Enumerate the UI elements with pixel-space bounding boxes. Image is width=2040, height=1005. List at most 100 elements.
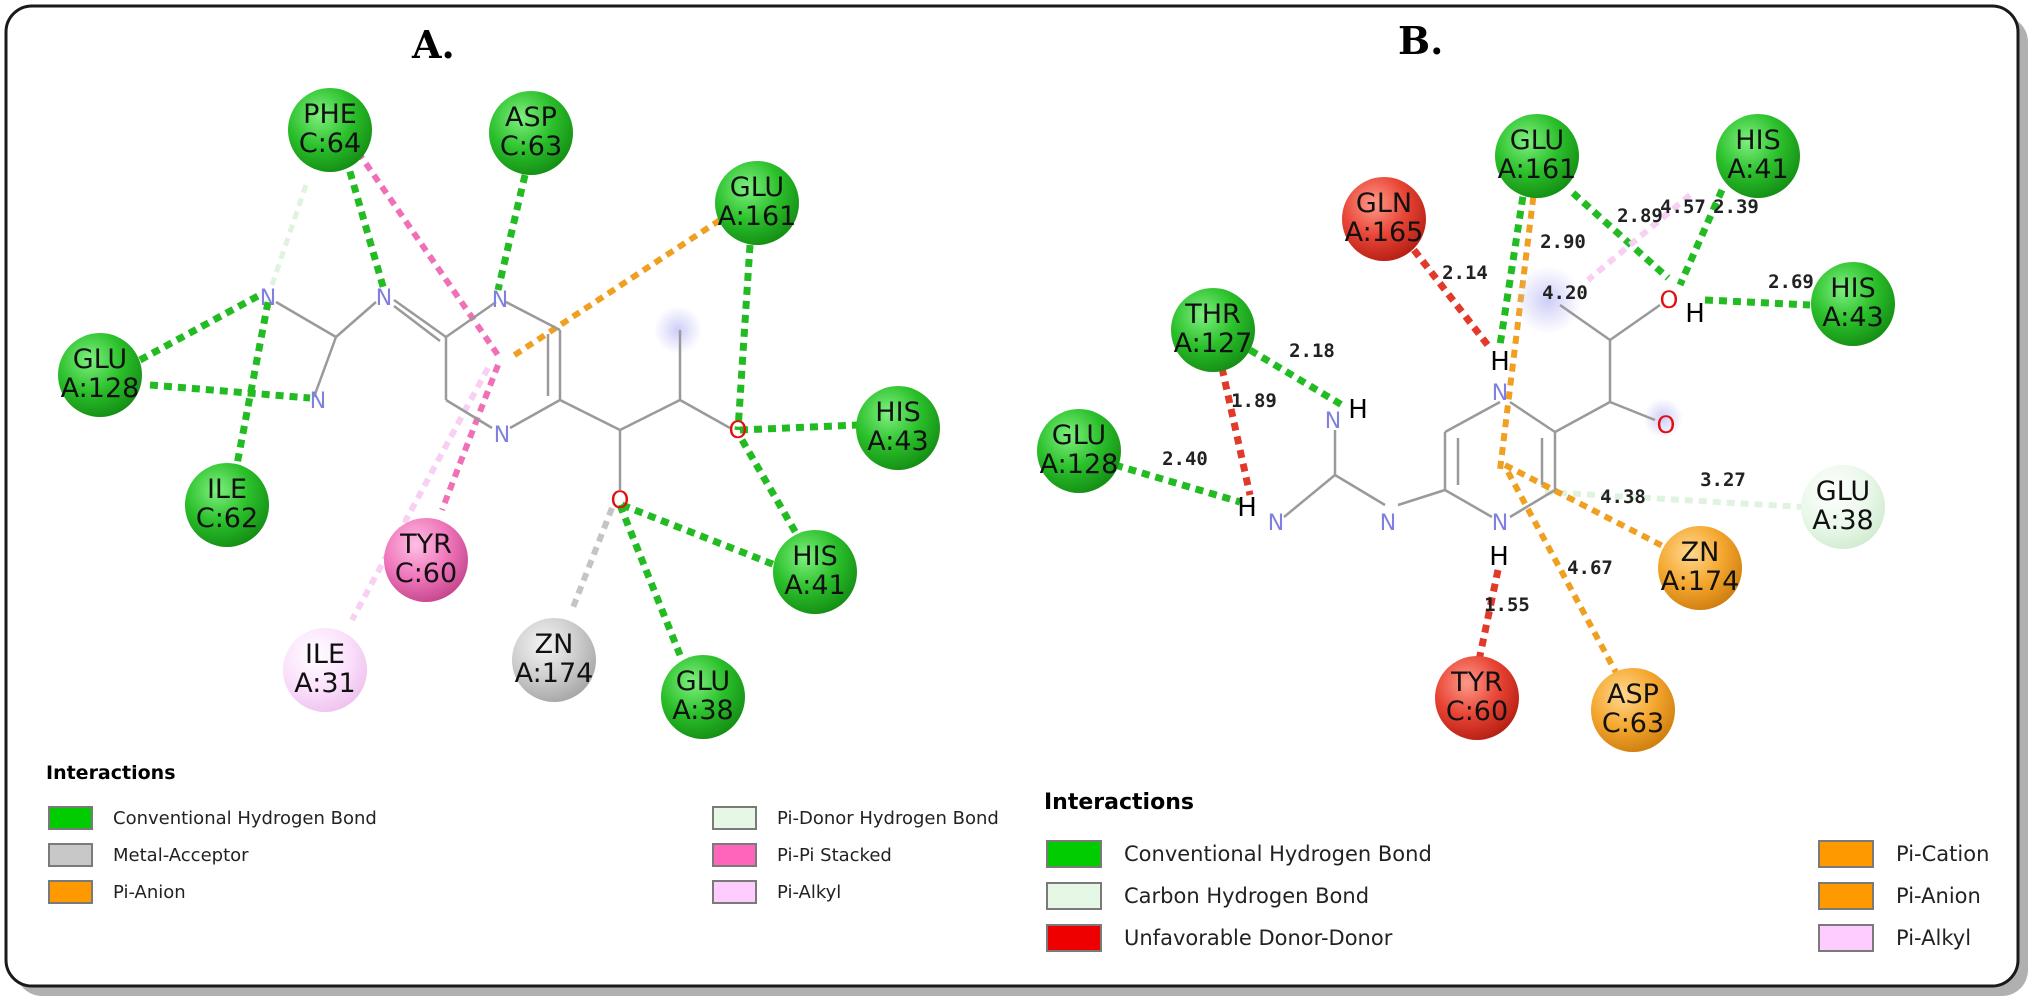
- oxygen-atom: O: [611, 486, 630, 514]
- residue-glu-a38: GLU A:38: [661, 655, 745, 739]
- legend-item: Conventional Hydrogen Bond: [48, 806, 377, 830]
- distance-label: 2.69: [1768, 271, 1814, 293]
- svg-text:ILE: ILE: [207, 474, 247, 505]
- distance-label: 4.20: [1542, 282, 1588, 304]
- panel-a-atoms: N N N N N O O: [260, 286, 748, 514]
- svg-text:ASP: ASP: [1607, 679, 1659, 710]
- residue-glu-a128: GLU A:128: [58, 333, 142, 417]
- oxygen-atom: O: [1657, 411, 1676, 439]
- distance-label: 2.89: [1617, 205, 1663, 227]
- svg-text:A:174: A:174: [515, 658, 594, 689]
- panel-a-interactions: [138, 150, 859, 657]
- legend-item: Pi-Pi Stacked: [712, 843, 892, 867]
- legend-swatch: [1818, 840, 1874, 868]
- svg-text:C:63: C:63: [1602, 708, 1664, 739]
- legend-item: Pi-Cation: [1818, 840, 1989, 868]
- interaction-carbon-hydrogen-bond: [1544, 489, 1821, 511]
- svg-text:GLU: GLU: [1510, 125, 1564, 156]
- svg-text:GLU: GLU: [676, 666, 730, 697]
- legend-swatch: [1818, 882, 1874, 910]
- legend-swatch: [1046, 924, 1102, 952]
- residue-gln-a165: GLN A:165: [1342, 177, 1426, 261]
- distance-label: 4.67: [1567, 557, 1613, 579]
- legend-item: Carbon Hydrogen Bond: [1046, 882, 1369, 910]
- svg-text:PHE: PHE: [303, 99, 357, 130]
- svg-text:A:38: A:38: [1812, 505, 1873, 536]
- svg-text:ILE: ILE: [305, 639, 345, 670]
- svg-text:C:60: C:60: [1446, 696, 1508, 727]
- svg-text:HIS: HIS: [1735, 125, 1780, 156]
- hydrogen-atom: H: [1490, 347, 1510, 377]
- residue-thr-a127: THR A:127: [1171, 288, 1255, 372]
- residue-phe-c64: PHE C:64: [288, 88, 372, 172]
- hydrogen-atom: H: [1685, 299, 1705, 329]
- svg-text:TYR: TYR: [1450, 667, 1503, 698]
- legend-heading: Interactions: [1044, 790, 1194, 815]
- aromatic-highlight: [654, 306, 702, 354]
- svg-text:C:63: C:63: [500, 131, 562, 162]
- nitrogen-atom: N: [1492, 381, 1508, 406]
- nitrogen-atom: N: [492, 288, 508, 313]
- distance-label: 2.40: [1162, 448, 1208, 470]
- nitrogen-atom: N: [260, 286, 276, 311]
- distance-label: 1.89: [1231, 390, 1277, 412]
- distance-label: 4.57: [1660, 196, 1706, 218]
- nitrogen-atom: N: [1325, 409, 1341, 434]
- distance-label: 1.55: [1484, 594, 1530, 616]
- nitrogen-atom: N: [1380, 511, 1396, 536]
- interaction-conventional-hydrogen-bond: [1114, 461, 1241, 506]
- svg-text:ZN: ZN: [1681, 537, 1720, 568]
- svg-text:A:41: A:41: [1727, 154, 1788, 185]
- residue-his-a43: HIS A:43: [1811, 262, 1895, 346]
- legend-item: Metal-Acceptor: [48, 843, 249, 867]
- svg-text:GLU: GLU: [1816, 476, 1870, 507]
- residue-ile-c62: ILE C:62: [185, 463, 269, 547]
- svg-text:A:43: A:43: [1822, 302, 1883, 333]
- legend-item: Pi-Alkyl: [1818, 924, 1971, 952]
- legend-item: Unfavorable Donor-Donor: [1046, 924, 1392, 952]
- panel-a-diagram: N N N N N O O PHE C:64 ASP C:63 GLU A:16…: [58, 88, 940, 739]
- interaction-pi-cation: [1503, 462, 1692, 563]
- residue-glu-a161: GLU A:161: [1495, 114, 1579, 198]
- interaction-metal-acceptor: [569, 506, 615, 612]
- aromatic-highlight: [1643, 398, 1683, 438]
- svg-text:A:38: A:38: [672, 695, 733, 726]
- legend-swatch: [48, 806, 93, 830]
- interaction-conventional-hydrogen-bond: [149, 381, 311, 402]
- svg-text:GLU: GLU: [73, 344, 127, 375]
- nitrogen-atom: N: [494, 423, 510, 448]
- distance-label: 2.14: [1442, 262, 1488, 284]
- interaction-pi-anion: [1497, 182, 1538, 471]
- svg-text:A:43: A:43: [867, 426, 928, 457]
- distance-label: 2.90: [1540, 231, 1586, 253]
- svg-text:HIS: HIS: [1830, 273, 1875, 304]
- residue-asp-c63: ASP C:63: [1591, 668, 1675, 752]
- residue-his-a43: HIS A:43: [856, 386, 940, 470]
- hydrogen-atom: H: [1489, 542, 1509, 572]
- panel-b-interactions: [1114, 182, 1821, 682]
- legend-item: Pi-Alkyl: [712, 880, 841, 904]
- legend-swatch: [712, 806, 757, 830]
- interaction-unfavorable-donor-donor: [1411, 247, 1493, 351]
- svg-text:A:127: A:127: [1174, 328, 1253, 359]
- svg-text:A:31: A:31: [294, 668, 355, 699]
- legend-swatch: [1046, 840, 1102, 868]
- svg-text:TYR: TYR: [399, 529, 452, 560]
- svg-text:A:165: A:165: [1345, 217, 1424, 248]
- interaction-pi-donor-hydrogen-bond: [269, 184, 309, 286]
- residue-zn-a174: ZN A:174: [1658, 526, 1742, 610]
- interaction-conventional-hydrogen-bond: [342, 157, 388, 291]
- panel-b-title: B.: [1398, 18, 1444, 63]
- legend-swatch: [712, 843, 757, 867]
- residue-tyr-c60: TYR C:60: [1435, 656, 1519, 740]
- oxygen-atom: O: [1660, 286, 1679, 314]
- residue-his-a41: HIS A:41: [773, 530, 857, 614]
- hydrogen-atom: H: [1237, 493, 1257, 523]
- legend-item: Pi-Anion: [1818, 882, 1981, 910]
- residue-asp-c63: ASP C:63: [489, 91, 573, 175]
- svg-text:A:174: A:174: [1661, 566, 1740, 597]
- svg-text:GLU: GLU: [730, 172, 784, 203]
- svg-text:C:64: C:64: [299, 128, 361, 159]
- interaction-unfavorable-donor-donor: [1218, 367, 1254, 496]
- svg-text:ASP: ASP: [505, 102, 557, 133]
